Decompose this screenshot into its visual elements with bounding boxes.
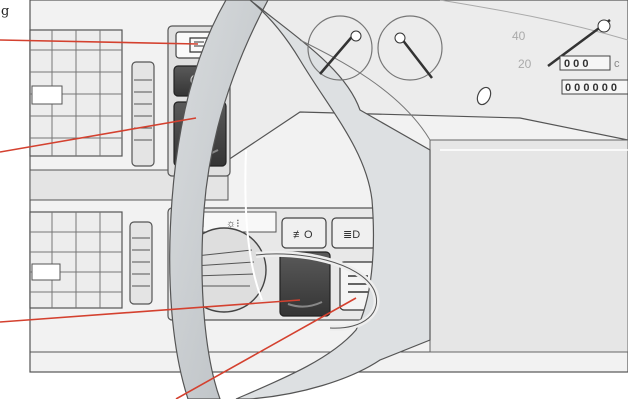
- air-vent-lower: [30, 212, 152, 308]
- speedo-scale-top: 40: [512, 29, 526, 43]
- odometer: 0 0 0 0 0 0: [565, 82, 617, 94]
- trip-counter: 0 0 0: [564, 58, 588, 70]
- speedo-edge-digit: c: [614, 58, 620, 70]
- cropped-caption-letter: g: [1, 4, 9, 19]
- rear-fog-symbol: ≢O: [293, 229, 313, 241]
- speedo-scale-low: 20: [518, 57, 532, 71]
- front-fog-symbol: ≣D: [343, 229, 360, 241]
